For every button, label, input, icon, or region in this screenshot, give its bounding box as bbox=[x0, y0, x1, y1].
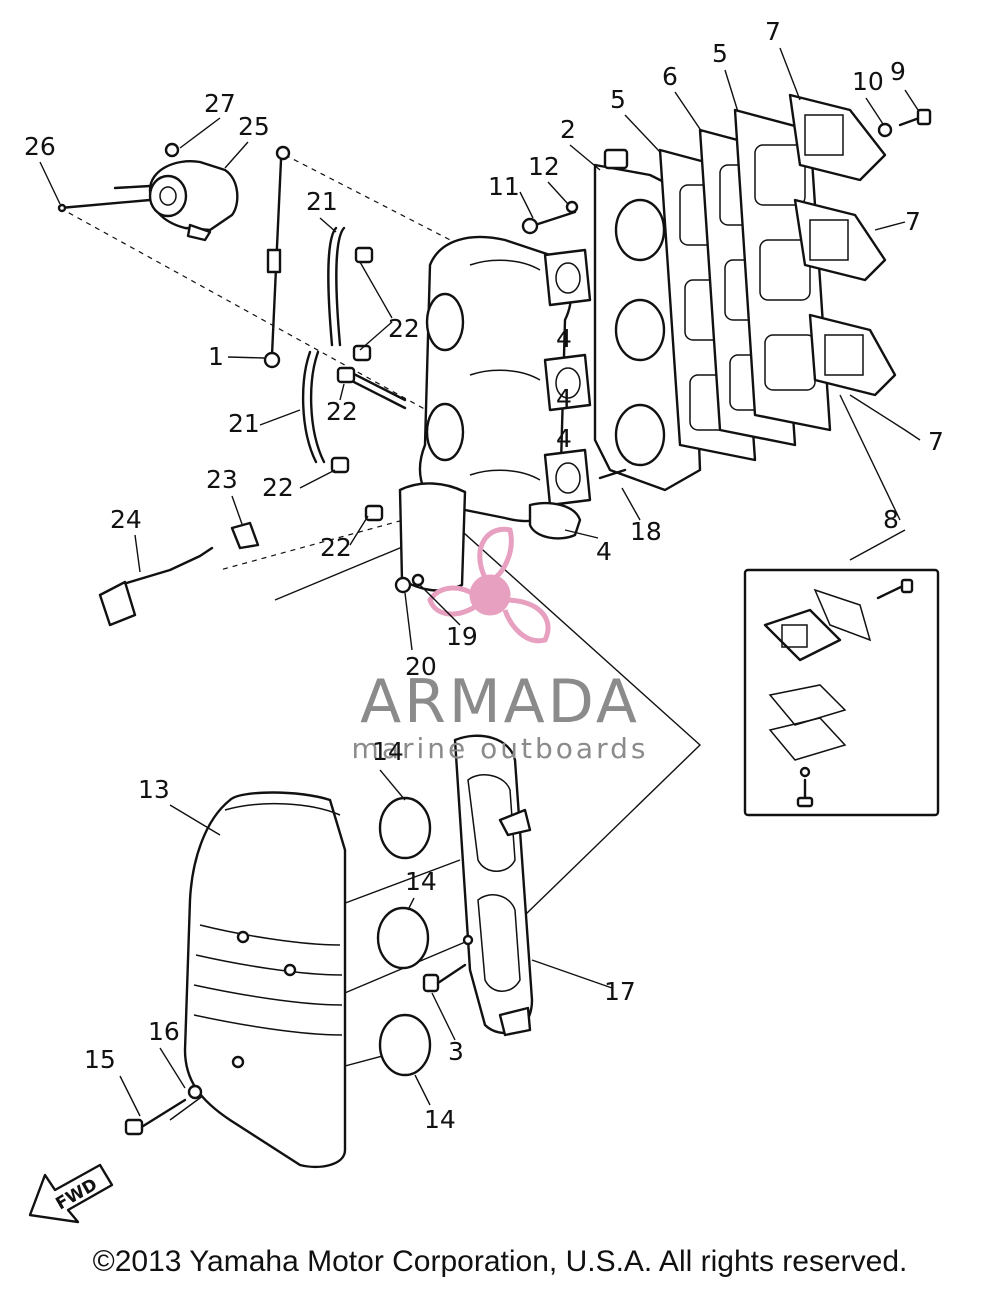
callout-7a: 7 bbox=[765, 17, 781, 46]
callout-22a: 22 bbox=[388, 314, 420, 343]
callout-14b: 14 bbox=[405, 867, 437, 896]
callout-20: 20 bbox=[405, 652, 437, 681]
callout-4b: 4 bbox=[556, 424, 572, 453]
choke-lever bbox=[98, 521, 260, 627]
callout-2: 2 bbox=[560, 115, 576, 144]
callout-5b: 5 bbox=[712, 39, 728, 68]
callout-10: 10 bbox=[852, 67, 884, 96]
callout-16: 16 bbox=[148, 1017, 180, 1046]
callout-7c: 7 bbox=[928, 427, 944, 456]
manifold-gaskets bbox=[658, 108, 832, 462]
callout-22c: 22 bbox=[262, 473, 294, 502]
link-rod bbox=[263, 145, 291, 369]
callout-leaders bbox=[39, 47, 921, 1117]
callout-14c: 14 bbox=[424, 1105, 456, 1134]
callout-19: 19 bbox=[446, 622, 478, 651]
callout-17: 17 bbox=[604, 977, 636, 1006]
callout-27: 27 bbox=[204, 89, 236, 118]
callout-9: 9 bbox=[890, 57, 906, 86]
callout-22b: 22 bbox=[326, 397, 358, 426]
forward-arrow: FWD bbox=[28, 1163, 114, 1224]
callout-21a: 21 bbox=[306, 187, 338, 216]
hose-clips bbox=[330, 246, 384, 522]
callout-7b: 7 bbox=[905, 207, 921, 236]
watermark-tagline: marine outboards bbox=[352, 732, 649, 765]
carburetor-assembly bbox=[398, 235, 573, 592]
reed-valve-detail bbox=[743, 568, 940, 817]
callout-23: 23 bbox=[206, 465, 238, 494]
bolt-11 bbox=[521, 200, 579, 235]
callout-22d: 22 bbox=[320, 533, 352, 562]
intake-silencer bbox=[183, 791, 347, 1169]
callout-21b: 21 bbox=[228, 409, 260, 438]
callout-26: 26 bbox=[24, 132, 56, 161]
callout-6: 6 bbox=[662, 62, 678, 91]
callout-15: 15 bbox=[84, 1045, 116, 1074]
reed-screw bbox=[877, 108, 932, 138]
fuel-hoses bbox=[301, 226, 407, 464]
callout-3: 3 bbox=[448, 1037, 464, 1066]
nut-washer bbox=[394, 573, 425, 594]
callout-4a: 4 bbox=[556, 324, 572, 353]
watermark-brand: ARMADA bbox=[360, 667, 640, 737]
stud-18 bbox=[598, 468, 627, 480]
callout-24: 24 bbox=[110, 505, 142, 534]
callout-11: 11 bbox=[488, 172, 520, 201]
fasteners bbox=[124, 963, 467, 1136]
silencer-gaskets bbox=[376, 796, 432, 1077]
callout-numbers: 1 2 3 4 4 4 4 5 5 6 7 7 7 8 9 10 11 12 1… bbox=[24, 17, 944, 1134]
callout-13: 13 bbox=[138, 775, 170, 804]
choke-solenoid bbox=[57, 142, 239, 242]
callout-18: 18 bbox=[630, 517, 662, 546]
callout-1: 1 bbox=[208, 342, 224, 371]
reed-valves bbox=[788, 93, 897, 397]
callout-12: 12 bbox=[528, 152, 560, 181]
callout-8: 8 bbox=[883, 505, 899, 534]
callout-4d: 4 bbox=[556, 384, 572, 413]
callout-5a: 5 bbox=[610, 85, 626, 114]
callout-25: 25 bbox=[238, 112, 270, 141]
watermark: ARMADA marine outboards bbox=[352, 526, 649, 765]
propeller-logo bbox=[427, 526, 551, 644]
silencer-plate-gasket bbox=[453, 734, 534, 1037]
callout-4c: 4 bbox=[596, 537, 612, 566]
flange-gaskets bbox=[528, 248, 592, 540]
callout-14a: 14 bbox=[372, 737, 404, 766]
copyright-notice: ©2013 Yamaha Motor Corporation, U.S.A. A… bbox=[92, 1245, 908, 1278]
